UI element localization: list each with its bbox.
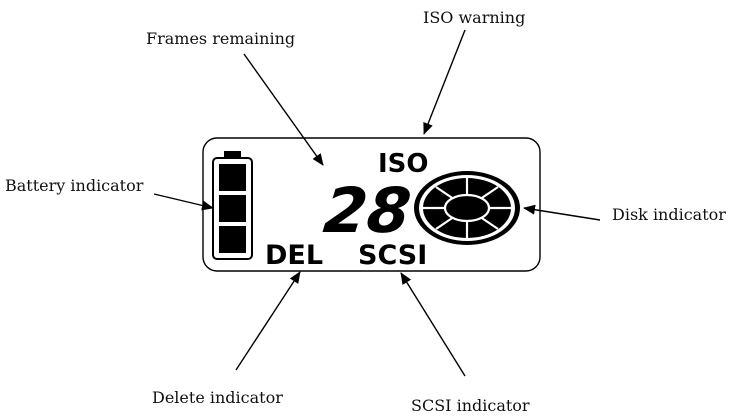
arrow-delete-indicator — [235, 271, 301, 371]
callout-battery-indicator: Battery indicator — [5, 176, 144, 195]
callout-scsi-indicator: SCSI indicator — [411, 396, 530, 415]
callout-disk-indicator: Disk indicator — [612, 205, 726, 224]
callout-delete-indicator: Delete indicator — [152, 388, 283, 407]
battery-segment-middle — [219, 195, 246, 222]
disk-icon — [414, 171, 520, 245]
battery-segment-top — [219, 164, 246, 191]
arrow-disk-indicator — [523, 204, 601, 221]
del-label: DEL — [265, 240, 323, 271]
arrow-battery-indicator — [153, 193, 214, 211]
frames-counter: 28 — [320, 174, 414, 247]
arrow-scsi-indicator — [400, 272, 466, 377]
battery-icon — [212, 151, 253, 260]
arrow-iso-warning — [423, 29, 466, 135]
iso-label: ISO — [378, 149, 429, 179]
arrow-frames-remaining — [243, 53, 324, 166]
battery-segment-bottom — [219, 226, 246, 253]
scsi-label: SCSI — [358, 240, 427, 271]
callout-iso-warning: ISO warning — [423, 8, 525, 27]
callout-frames-remaining: Frames remaining — [146, 29, 295, 48]
